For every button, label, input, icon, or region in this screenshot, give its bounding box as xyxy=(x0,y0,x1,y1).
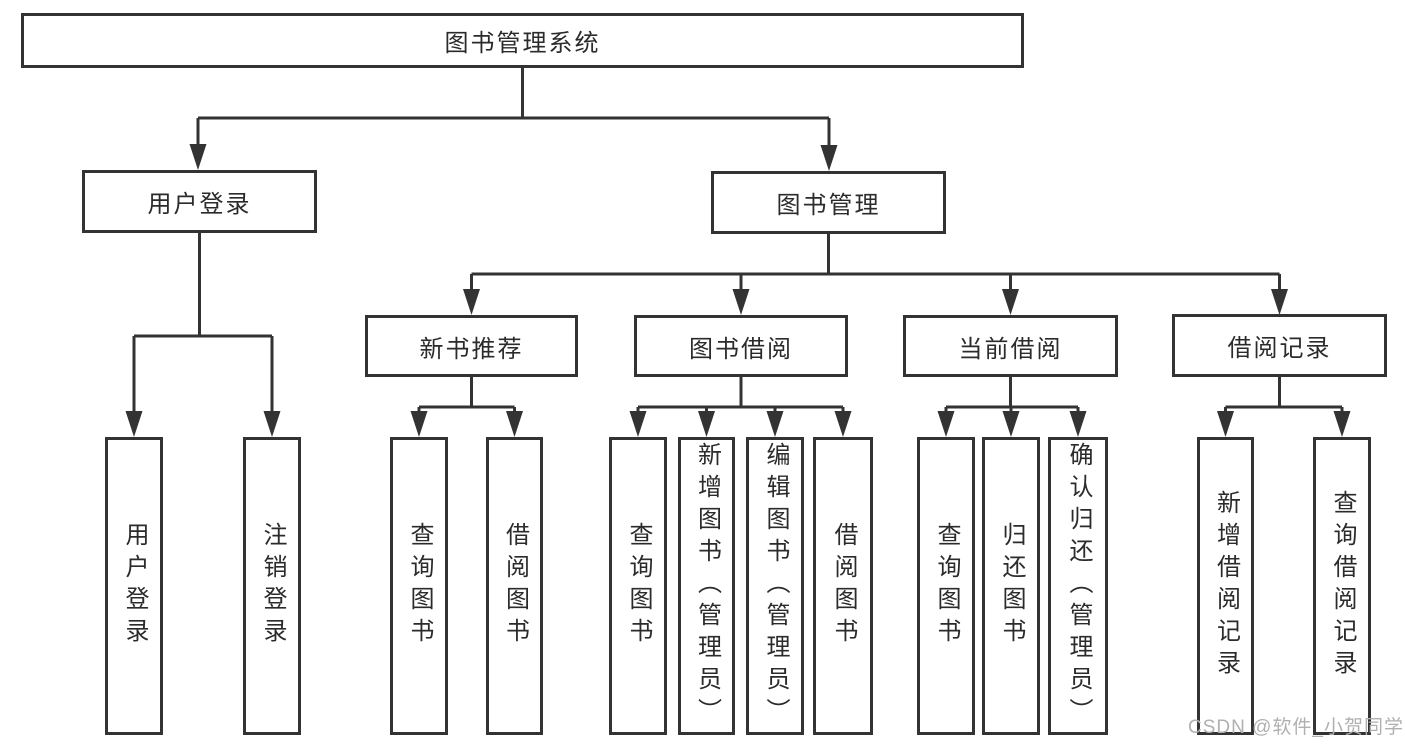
leaf-query-borrow-record: 查询借阅记录 xyxy=(1313,437,1371,735)
leaf-add-borrow-record: 新增借阅记录 xyxy=(1197,437,1254,735)
node-label: 新增借阅记录 xyxy=(1212,490,1240,682)
leaf-logout: 注销登录 xyxy=(243,437,301,735)
arrow-icon xyxy=(834,411,852,437)
connector-edges xyxy=(132,68,1344,413)
arrow-icon xyxy=(463,289,480,315)
node-book-borrow: 图书借阅 xyxy=(634,315,848,377)
arrow-icon xyxy=(263,411,281,437)
arrow-icon xyxy=(937,411,955,437)
node-label: 新增图书（管理员） xyxy=(693,442,721,730)
node-label: 图书管理系统 xyxy=(444,30,601,57)
arrow-icon xyxy=(820,145,838,171)
node-book-management: 图书管理 xyxy=(711,171,946,234)
arrow-icon xyxy=(698,411,715,437)
node-label: 查询图书 xyxy=(406,522,433,650)
node-borrow-record: 借阅记录 xyxy=(1172,314,1387,377)
node-label: 借阅记录 xyxy=(1227,335,1332,362)
node-label: 查询图书 xyxy=(933,522,960,650)
arrow-icon xyxy=(1002,289,1019,315)
leaf-query-book-1: 查询图书 xyxy=(390,437,448,735)
node-label: 归还图书 xyxy=(998,522,1025,650)
arrow-icon xyxy=(766,411,784,437)
node-label: 图书借阅 xyxy=(689,335,793,363)
node-label: 借阅图书 xyxy=(501,522,529,650)
node-new-book-recommend: 新书推荐 xyxy=(365,315,578,377)
watermark: CSDN @软件_小贺同学 xyxy=(1188,717,1404,738)
leaf-user-login: 用户登录 xyxy=(105,437,163,735)
node-label: 用户登录 xyxy=(147,191,252,218)
node-label: 新书推荐 xyxy=(419,335,524,363)
arrow-icon xyxy=(506,411,523,437)
leaf-add-book-admin: 新增图书（管理员） xyxy=(678,437,735,735)
arrow-icon xyxy=(1002,411,1020,437)
leaf-confirm-return-admin: 确认归还（管理员） xyxy=(1048,437,1108,735)
node-user-login: 用户登录 xyxy=(82,170,317,233)
arrow-icon xyxy=(1217,411,1234,437)
leaf-query-book-2: 查询图书 xyxy=(609,437,667,735)
leaf-return-book: 归还图书 xyxy=(982,437,1040,735)
node-label: 编辑图书（管理员） xyxy=(762,442,789,730)
node-label: 查询借阅记录 xyxy=(1329,490,1356,682)
node-label: 确认归还（管理员） xyxy=(1065,442,1092,730)
arrow-icon xyxy=(410,411,428,437)
arrow-icon xyxy=(125,411,143,437)
arrowheads xyxy=(125,144,1351,437)
leaf-borrow-book-1: 借阅图书 xyxy=(486,437,543,735)
node-label: 用户登录 xyxy=(121,522,148,650)
arrow-icon xyxy=(732,289,750,315)
arrow-icon xyxy=(1333,411,1351,437)
leaf-query-book-3: 查询图书 xyxy=(917,437,975,735)
node-label: 借阅图书 xyxy=(830,522,857,650)
leaf-borrow-book-2: 借阅图书 xyxy=(813,437,873,735)
node-label: 当前借阅 xyxy=(958,335,1063,363)
leaf-edit-book-admin: 编辑图书（管理员） xyxy=(746,437,804,735)
arrow-icon xyxy=(629,411,647,437)
arrow-icon xyxy=(1271,289,1288,315)
arrow-icon xyxy=(1069,411,1087,437)
node-library-system: 图书管理系统 xyxy=(21,13,1024,68)
node-current-borrow: 当前借阅 xyxy=(903,315,1118,377)
node-label: 注销登录 xyxy=(259,522,286,650)
node-label: 图书管理 xyxy=(776,192,881,219)
arrow-icon xyxy=(189,144,207,170)
node-label: 查询图书 xyxy=(625,522,652,650)
